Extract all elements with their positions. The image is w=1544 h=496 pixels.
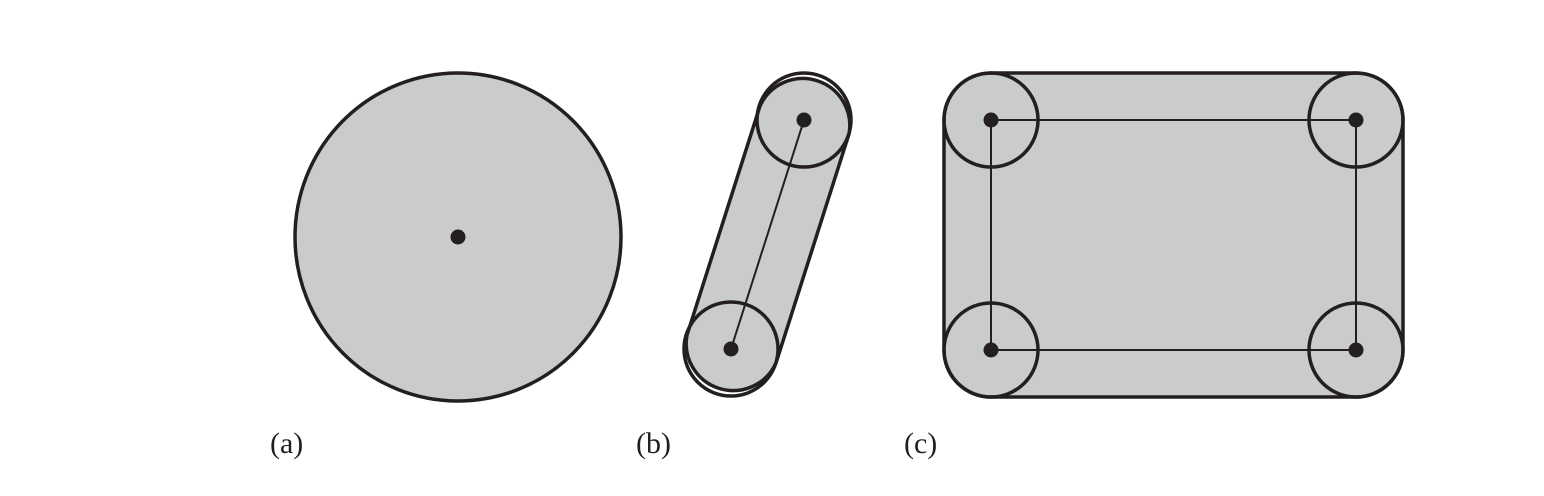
panel-c-vertex-bottom-left xyxy=(983,342,999,358)
panel-b-endpoint-bottom xyxy=(723,341,739,357)
panel-b-shape xyxy=(682,71,853,398)
panel-c-core-rectangle xyxy=(990,119,1357,351)
panel-c-vertex-top-left xyxy=(983,112,999,128)
panel-b-endpoint-top xyxy=(796,112,812,128)
panel-b-core-segment xyxy=(730,119,805,350)
panel-c-label: (c) xyxy=(904,427,938,460)
panel-b-end-disk-bottom xyxy=(682,300,780,398)
panel-a-label: (a) xyxy=(270,427,304,460)
panel-a-center-point xyxy=(450,229,466,245)
panel-b-label: (b) xyxy=(636,427,671,460)
panel-b-end-disk-top xyxy=(755,71,853,169)
panel-c-shape xyxy=(942,71,1405,399)
panel-c-vertex-top-right xyxy=(1348,112,1364,128)
panel-c-vertex-bottom-right xyxy=(1348,342,1364,358)
panel-a-shape xyxy=(293,71,623,403)
panel-c-rounded-hull xyxy=(942,71,1405,399)
